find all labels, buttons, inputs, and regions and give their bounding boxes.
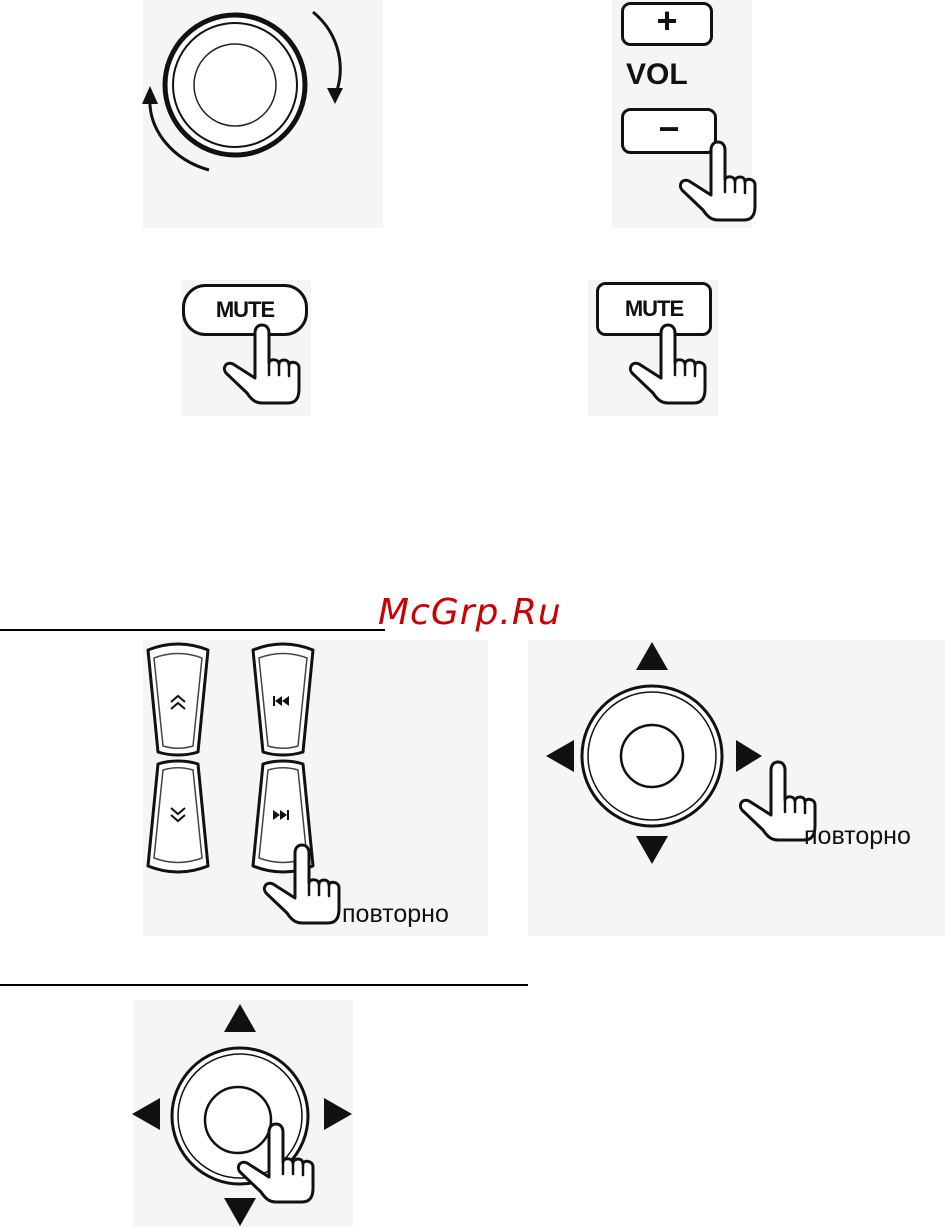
rotary-knob-icon [143, 0, 383, 228]
seek-down-button[interactable] [148, 761, 208, 872]
arrow-left-icon[interactable] [546, 740, 574, 772]
arrow-right-icon[interactable] [324, 1098, 352, 1130]
arrow-up-icon[interactable] [224, 1004, 256, 1032]
pointing-hand-icon [262, 842, 342, 928]
repeat-label-dpad: повторно [804, 822, 911, 851]
pointing-hand-icon [628, 322, 708, 408]
arrow-left-icon[interactable] [132, 1098, 160, 1130]
arrow-down-icon[interactable] [636, 836, 668, 864]
section-divider-1 [0, 629, 385, 631]
volume-label: VOL [626, 58, 688, 92]
pointing-hand-icon [236, 1120, 316, 1208]
volume-up-symbol: + [621, 0, 713, 43]
dpad-center-button[interactable] [621, 725, 683, 787]
pointing-hand-icon [222, 322, 302, 408]
section-divider-2 [0, 984, 528, 986]
arrow-up-icon[interactable] [636, 642, 668, 670]
pointing-hand-icon [678, 140, 758, 224]
watermark: McGrp.Ru [378, 592, 562, 633]
previous-track-button[interactable] [253, 644, 313, 755]
seek-up-button[interactable] [148, 644, 208, 755]
repeat-label-seek: повторно [342, 900, 449, 929]
